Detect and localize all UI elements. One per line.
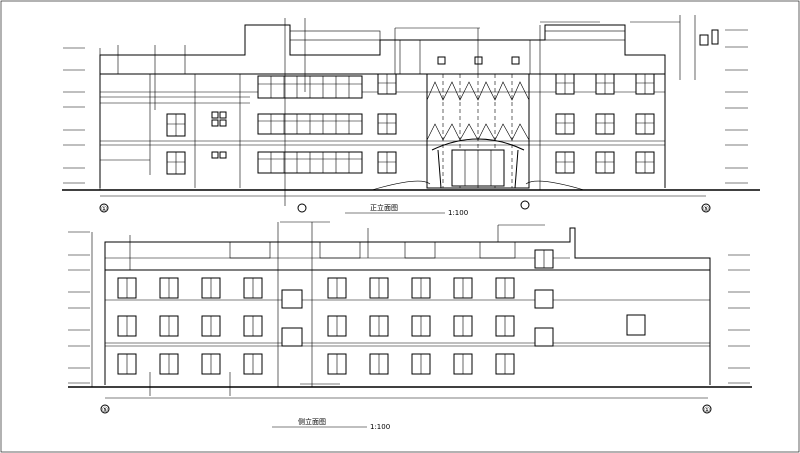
- front-axis-left-label: ①: [101, 205, 107, 213]
- front-elevation-scale: 1:100: [448, 209, 468, 217]
- side-windows: [117, 277, 646, 375]
- front-atrium: [371, 56, 585, 191]
- front-ribbon-windows: [257, 75, 363, 174]
- front-elevation-title: 正立面图: [370, 203, 398, 212]
- front-axis-bubble-mid-left: [297, 203, 307, 213]
- side-leader-lines: [91, 221, 545, 387]
- front-right-windows: [377, 73, 655, 174]
- front-axis-bubble-mid-right: [520, 200, 530, 210]
- front-axis-bubble-left: [99, 203, 109, 213]
- side-axis-bubble-left: [100, 404, 110, 414]
- side-left-elevation-marks: [68, 231, 90, 384]
- front-building-outline: [99, 24, 666, 188]
- front-axis-right-label: ⑤: [703, 205, 709, 213]
- side-axis-right-label: ①: [704, 406, 710, 414]
- side-elevation: ⑤ ① 侧立面图 1:100: [68, 221, 752, 431]
- side-axis-left-label: ⑤: [102, 406, 108, 414]
- side-right-elevation-marks: [728, 254, 750, 384]
- front-axis-bubble-right: [701, 203, 711, 213]
- side-building-outline: [104, 227, 711, 385]
- side-elevation-title: 侧立面图: [298, 417, 326, 426]
- side-parapet-blocks: [229, 241, 516, 259]
- side-axis-bubble-right: [702, 404, 712, 414]
- front-left-elevation-marks: [63, 47, 101, 190]
- parapet-left: [289, 30, 381, 41]
- parapet-right: [544, 30, 626, 41]
- front-leader-lines: [117, 18, 680, 206]
- front-left-windows: [166, 111, 227, 175]
- front-right-elevation-marks: [679, 15, 748, 184]
- side-elevation-scale: 1:100: [370, 423, 390, 431]
- front-elevation: ① ⑤ 正立面图 1:100: [62, 15, 760, 217]
